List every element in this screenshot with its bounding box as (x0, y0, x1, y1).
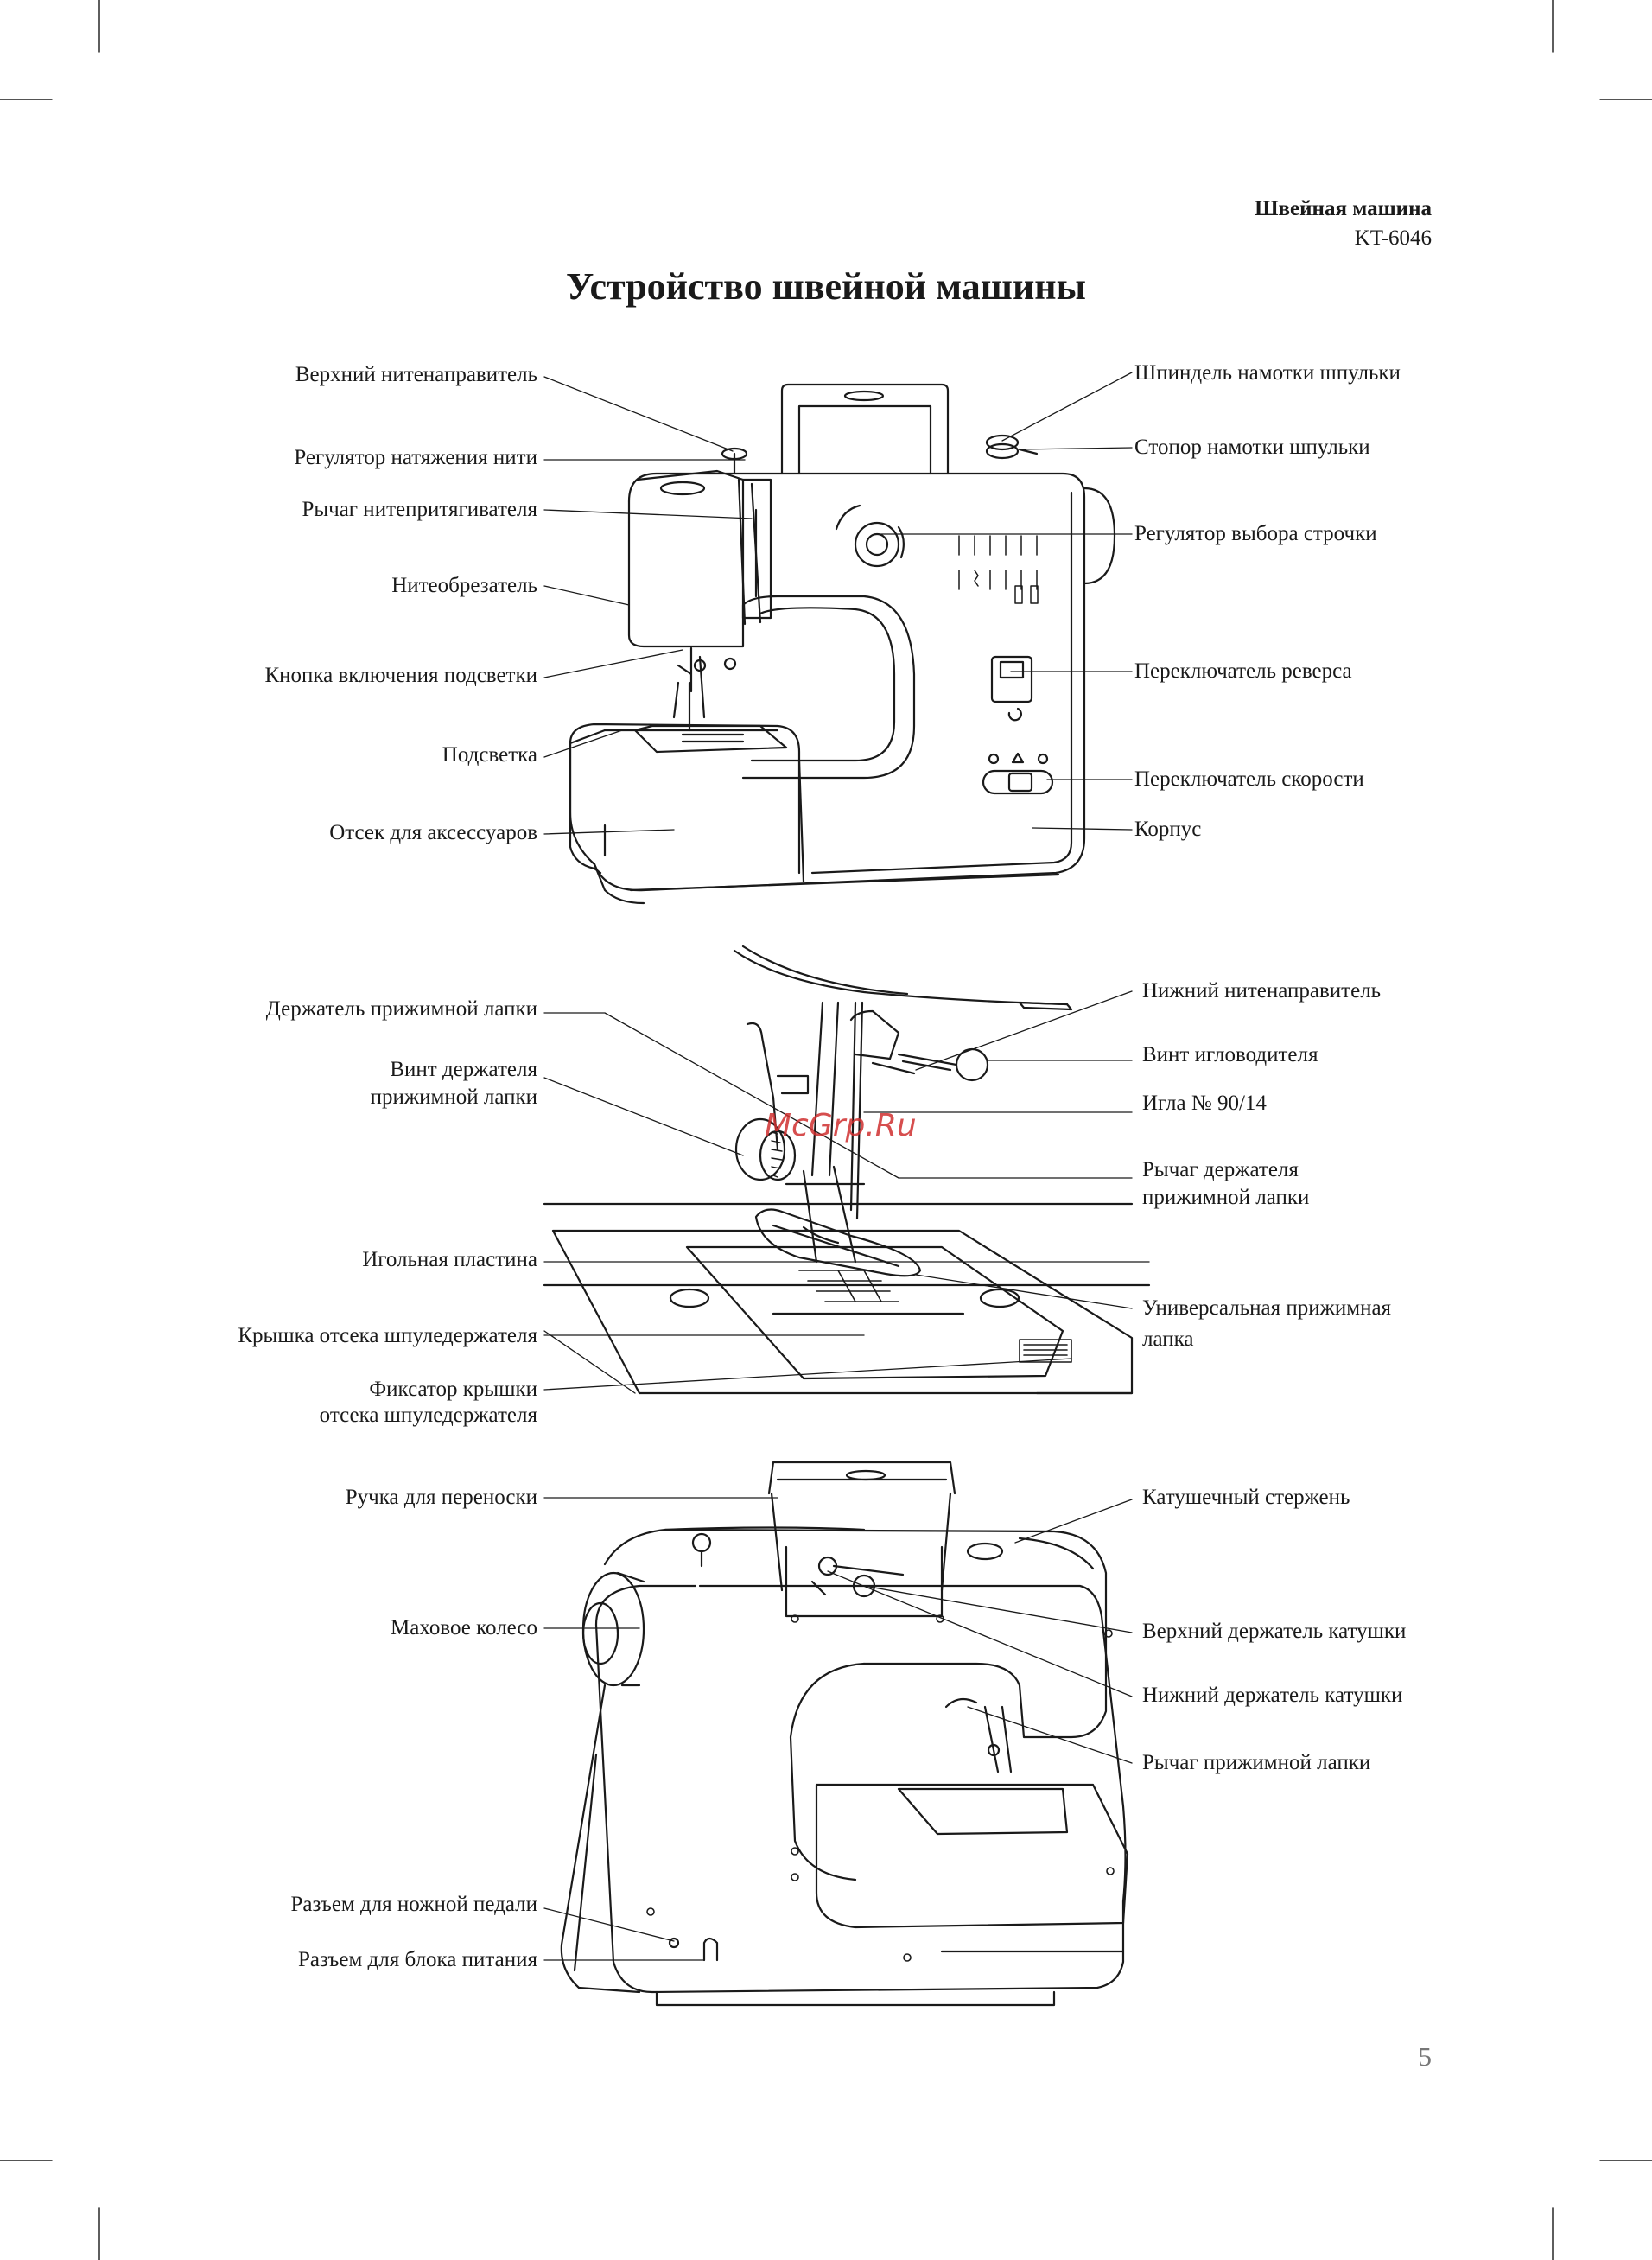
label-bobbin-cover: Крышка отсека шпуледержателя (238, 1324, 537, 1347)
label-light-switch: Кнопка включения подсветки (264, 664, 537, 687)
label-needle: Игла № 90/14 (1142, 1092, 1267, 1115)
label-spool-pin: Катушечный стержень (1142, 1486, 1350, 1509)
leader-lines (543, 372, 1150, 1961)
label-needle-plate: Игольная пластина (362, 1248, 537, 1271)
label-foot-pedal-jack: Разъем для ножной педали (290, 1893, 537, 1916)
label-speed-switch: Переключатель скорости (1134, 767, 1364, 791)
page-number: 5 (1418, 2041, 1433, 2072)
label-stitch-selector: Регулятор выбора строчки (1134, 522, 1377, 545)
label-holder-screw-line1: Винт держателя (390, 1058, 537, 1081)
machine-front-view (569, 383, 1116, 905)
label-lower-thread-guide: Нижний нитенаправитель (1142, 979, 1382, 1003)
label-bobbin-winder-stopper: Стопор намотки шпульки (1134, 436, 1370, 459)
label-holder-lever-line1: Рычаг держателя (1142, 1158, 1299, 1181)
label-bobbin-winder-spindle: Шпиндель намотки шпульки (1134, 361, 1401, 385)
label-accessory-box: Отсек для аксессуаров (329, 821, 537, 844)
label-housing: Корпус (1134, 818, 1202, 841)
label-holder-screw-line2: прижимной лапки (370, 1085, 537, 1109)
label-thread-cutter: Нитеобрезатель (391, 574, 537, 597)
label-presser-foot-lever: Рычаг прижимной лапки (1142, 1751, 1371, 1774)
label-universal-foot-line1: Универсальная прижимная (1142, 1296, 1392, 1320)
label-needle-clamp-screw: Винт игловодителя (1142, 1043, 1318, 1066)
label-take-up-lever: Рычаг нитепритягивателя (302, 498, 537, 521)
label-power-jack: Разъем для блока питания (297, 1948, 537, 1971)
header-model: KT-6046 (1354, 226, 1432, 250)
needle-area-closeup (543, 945, 1151, 1395)
label-thread-tension-dial: Регулятор натяжения нити (294, 446, 537, 469)
label-carry-handle: Ручка для переноски (345, 1486, 537, 1509)
label-holder-lever-line2: прижимной лапки (1142, 1186, 1310, 1209)
machine-rear-view (560, 1461, 1129, 2007)
label-light: Подсветка (442, 743, 537, 767)
watermark: McGrp.Ru (765, 1108, 917, 1143)
header-product: Швейная машина (1255, 197, 1432, 220)
label-upper-thread-guide: Верхний нитенаправитель (295, 363, 537, 386)
label-handwheel: Маховое колесо (391, 1616, 537, 1639)
page-title: Устройство швейной машины (565, 265, 1086, 308)
label-universal-foot-line2: лапка (1142, 1327, 1194, 1351)
label-lower-spool-holder: Нижний держатель катушки (1142, 1684, 1403, 1707)
label-presser-foot-holder: Держатель прижимной лапки (265, 997, 537, 1021)
label-upper-spool-holder: Верхний держатель катушки (1142, 1620, 1407, 1643)
label-cover-latch-line2: отсека шпуледержателя (319, 1404, 537, 1427)
label-cover-latch-line1: Фиксатор крышки (369, 1378, 537, 1401)
label-reverse-switch: Переключатель реверса (1134, 659, 1352, 683)
